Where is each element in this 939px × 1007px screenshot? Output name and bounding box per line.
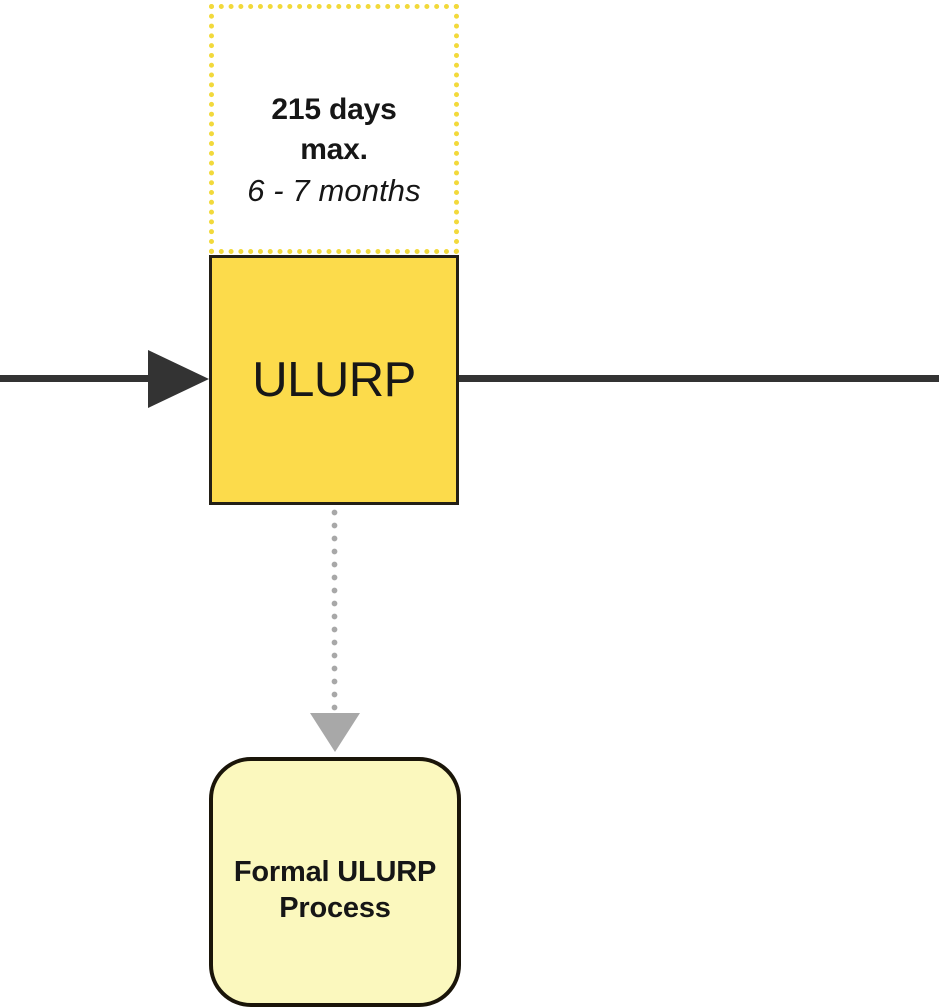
ulurp-process-label: ULURP xyxy=(252,352,416,407)
ulurp-process-node[interactable]: ULURP xyxy=(209,255,459,505)
duration-range-label: 6 - 7 months xyxy=(247,172,421,208)
drilldown-dotted-line xyxy=(331,506,338,718)
formal-ulurp-subprocess-node[interactable]: Formal ULURP Process xyxy=(209,757,461,1007)
outbound-flow-line xyxy=(459,375,939,382)
duration-max-label: 215 days max. xyxy=(271,93,397,167)
inbound-flow-arrowhead-icon xyxy=(148,350,209,408)
formal-ulurp-subprocess-label: Formal ULURP Process xyxy=(233,856,437,925)
drilldown-arrowhead-icon xyxy=(310,713,360,752)
inbound-flow-line xyxy=(0,375,160,382)
duration-annotation-box: 215 days max. 6 - 7 months xyxy=(209,4,459,254)
